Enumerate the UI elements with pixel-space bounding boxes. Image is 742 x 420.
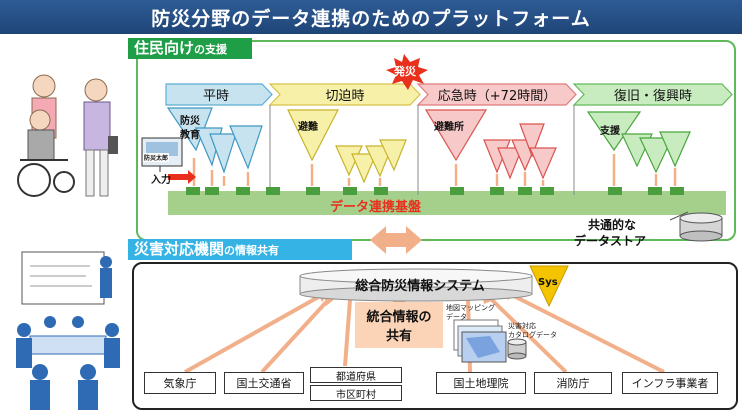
resident-support-tag: 住民向け の支援 bbox=[128, 38, 252, 59]
disaster-burst-icon bbox=[386, 54, 428, 90]
org-kokudo: 国土交通省 bbox=[224, 372, 304, 394]
triangle-green bbox=[659, 131, 691, 168]
phase-heiji: 平時 bbox=[166, 84, 266, 105]
triangle-label-kyouiku: 教育 bbox=[180, 130, 200, 141]
triangle-hinan bbox=[287, 109, 339, 162]
datastore-label-line1: 共通的な bbox=[588, 218, 637, 232]
resident-tag-sub: の支援 bbox=[194, 43, 228, 56]
datastore-label-line2: データストア bbox=[574, 234, 647, 248]
integrated-info-share-box: 統合情報の 共有 bbox=[355, 302, 443, 348]
triangle-pink bbox=[519, 123, 545, 158]
org-shobo: 消防庁 bbox=[534, 372, 612, 394]
phase-label: 切迫時 bbox=[325, 89, 365, 104]
system-label: 総合防災情報システム bbox=[355, 279, 485, 294]
phase-seppaku: 切迫時 bbox=[280, 84, 410, 105]
org-infra: インフラ事業者 bbox=[622, 372, 718, 394]
org-shikuchoson: 市区町村 bbox=[310, 385, 402, 401]
phase-chevron-heiji bbox=[165, 83, 273, 106]
share-line1: 統合情報の bbox=[366, 310, 432, 325]
triangle-label-hinan: 避難 bbox=[298, 122, 318, 133]
org-todofuken: 都道府県 bbox=[310, 367, 402, 383]
triangle-yellow bbox=[379, 139, 407, 172]
triangle-green bbox=[639, 137, 673, 174]
agency-tag-sub: の情報共有 bbox=[224, 244, 280, 257]
phase-fukkyu: 復旧・復興時 bbox=[580, 84, 726, 105]
triangle-hinanjo bbox=[424, 109, 488, 162]
sys-badge: Sys bbox=[538, 277, 558, 288]
data-platform-base bbox=[168, 191, 726, 215]
org-kishocho: 気象庁 bbox=[144, 372, 216, 394]
triangle-shien bbox=[586, 111, 642, 152]
triangle-blue bbox=[229, 125, 263, 170]
org-chiriin: 国土地理院 bbox=[436, 372, 526, 394]
disaster-burst-label: 発災 bbox=[394, 65, 416, 78]
triangle-pink bbox=[529, 147, 557, 180]
triangle-label-shien: 支援 bbox=[600, 126, 620, 137]
input-label: 入力 bbox=[151, 175, 171, 186]
triangle-pink bbox=[497, 147, 523, 180]
phase-label: 平時 bbox=[202, 89, 229, 104]
catalog-data-label: 災害対応 カタログデータ bbox=[508, 322, 557, 339]
map-data-label: 地図マッピング データ bbox=[446, 304, 495, 321]
resident-tag-main: 住民向け bbox=[134, 39, 195, 57]
board-label: 防災太郎 bbox=[143, 153, 170, 162]
page-title: 防災分野のデータ連携のためのプラットフォーム bbox=[0, 0, 742, 34]
triangle-blue bbox=[209, 133, 237, 174]
agency-tag-main: 災害対応機関 bbox=[134, 240, 225, 258]
phase-chevron-fukkyu bbox=[572, 83, 733, 106]
share-line2: 共有 bbox=[385, 329, 412, 344]
phase-label: 復旧・復興時 bbox=[613, 89, 692, 104]
triangle-label-hinanjo: 避難所 bbox=[434, 122, 464, 133]
phase-label: 応急時（+72時間） bbox=[437, 89, 557, 104]
agency-sharing-tag: 災害対応機関 の情報共有 bbox=[128, 239, 352, 260]
triangle-yellow bbox=[365, 145, 393, 178]
triangle-yellow bbox=[351, 153, 377, 184]
phase-okyu: 応急時（+72時間） bbox=[424, 84, 570, 105]
connection-double-arrow bbox=[370, 226, 422, 254]
data-platform-label: データ連携基盤 bbox=[330, 200, 422, 215]
triangle-label-bousai: 防災 bbox=[180, 116, 200, 127]
phase-chevron-okyu bbox=[416, 83, 577, 106]
